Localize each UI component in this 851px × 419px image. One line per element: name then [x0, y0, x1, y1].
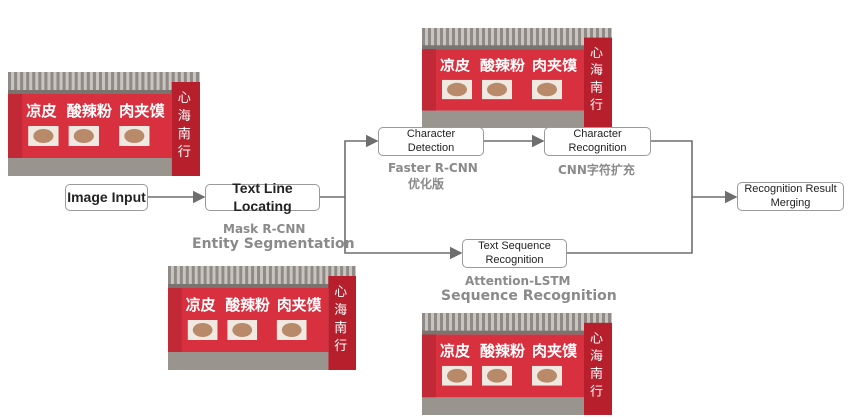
signboard-word: 肉夹馍	[119, 102, 165, 120]
caption-attention-lstm: Attention-LSTM	[465, 274, 571, 288]
signboard-word: 酸辣粉	[67, 102, 113, 120]
caption-faster-rcnn: Faster R-CNN	[388, 161, 478, 175]
node-recognition-result-merging: Recognition Result Merging	[737, 182, 844, 211]
signboard-photo-top-center: 凉皮酸辣粉肉夹馍心海南行	[422, 28, 612, 128]
node-text-sequence-recognition-label: Text Sequence Recognition	[478, 239, 551, 266]
arrow-recognition-to-merging	[651, 140, 738, 204]
signboard-vertical-char: 心	[334, 285, 347, 300]
caption-cnn-cn: CNN字符扩充	[558, 163, 635, 177]
signboard-word: 酸辣粉	[225, 296, 270, 314]
signboard-vertical-char: 南	[178, 126, 191, 142]
signboard-vertical-char: 心	[590, 332, 603, 347]
signboard-word: 凉皮	[440, 57, 470, 75]
node-character-recognition: Character Recognition	[544, 127, 651, 156]
node-text-line-locating: Text Line Locating	[205, 180, 320, 214]
node-character-detection: Character Detection	[378, 127, 484, 156]
node-text-sequence-recognition: Text Sequence Recognition	[462, 239, 567, 268]
signboard-word: 肉夹馍	[532, 342, 577, 360]
arrow-locating-to-detection	[320, 134, 379, 198]
signboard-vertical-char: 海	[334, 303, 347, 318]
signboard-vertical-char: 心	[590, 46, 603, 61]
signboard-vertical-char: 行	[178, 145, 191, 160]
arrow-sequence-to-merging	[567, 197, 693, 254]
signboard-word: 肉夹馍	[532, 57, 577, 75]
signboard-word: 凉皮	[186, 296, 216, 314]
signboard-vertical-char: 海	[590, 63, 603, 78]
signboard-word: 酸辣粉	[480, 57, 525, 75]
node-image-input: Image Input	[65, 184, 148, 211]
signboard-photo-bottom-center: 凉皮酸辣粉肉夹馍心海南行	[422, 313, 612, 415]
signboard-photo-bottom-left: 凉皮酸辣粉肉夹馍心海南行	[168, 266, 356, 370]
signboard-vertical-char: 行	[590, 384, 603, 399]
signboard-word: 凉皮	[26, 102, 57, 120]
signboard-word: 酸辣粉	[480, 342, 525, 360]
signboard-picture: 凉皮酸辣粉肉夹馍心海南行	[422, 28, 612, 128]
signboard-picture: 凉皮酸辣粉肉夹馍心海南行	[422, 313, 612, 415]
signboard-word: 肉夹馍	[277, 296, 322, 314]
arrow-locating-to-sequence	[344, 197, 463, 260]
signboard-vertical-char: 海	[590, 349, 603, 364]
node-recognition-result-merging-label: Recognition Result Merging	[744, 182, 837, 209]
signboard-picture: 凉皮酸辣粉肉夹馍心海南行	[8, 72, 200, 176]
signboard-vertical-char: 南	[590, 366, 603, 382]
node-character-detection-label: Character Detection	[406, 127, 456, 154]
signboard-vertical-char: 心	[178, 91, 191, 106]
signboard-vertical-char: 南	[590, 80, 603, 96]
caption-entity-segmentation: Entity Segmentation	[192, 236, 355, 252]
caption-sequence-recognition: Sequence Recognition	[441, 288, 617, 304]
signboard-vertical-char: 海	[178, 109, 191, 124]
signboard-word: 凉皮	[440, 342, 470, 360]
signboard-vertical-char: 南	[334, 320, 347, 336]
signboard-picture: 凉皮酸辣粉肉夹馍心海南行	[168, 266, 356, 370]
caption-faster-rcnn-cn: 优化版	[408, 177, 445, 191]
caption-mask-rcnn: Mask R-CNN	[223, 222, 306, 236]
node-character-recognition-label: Character Recognition	[568, 127, 627, 154]
signboard-vertical-char: 行	[590, 98, 603, 113]
signboard-photo-top-left: 凉皮酸辣粉肉夹馍心海南行	[8, 72, 200, 176]
signboard-vertical-char: 行	[334, 339, 347, 354]
